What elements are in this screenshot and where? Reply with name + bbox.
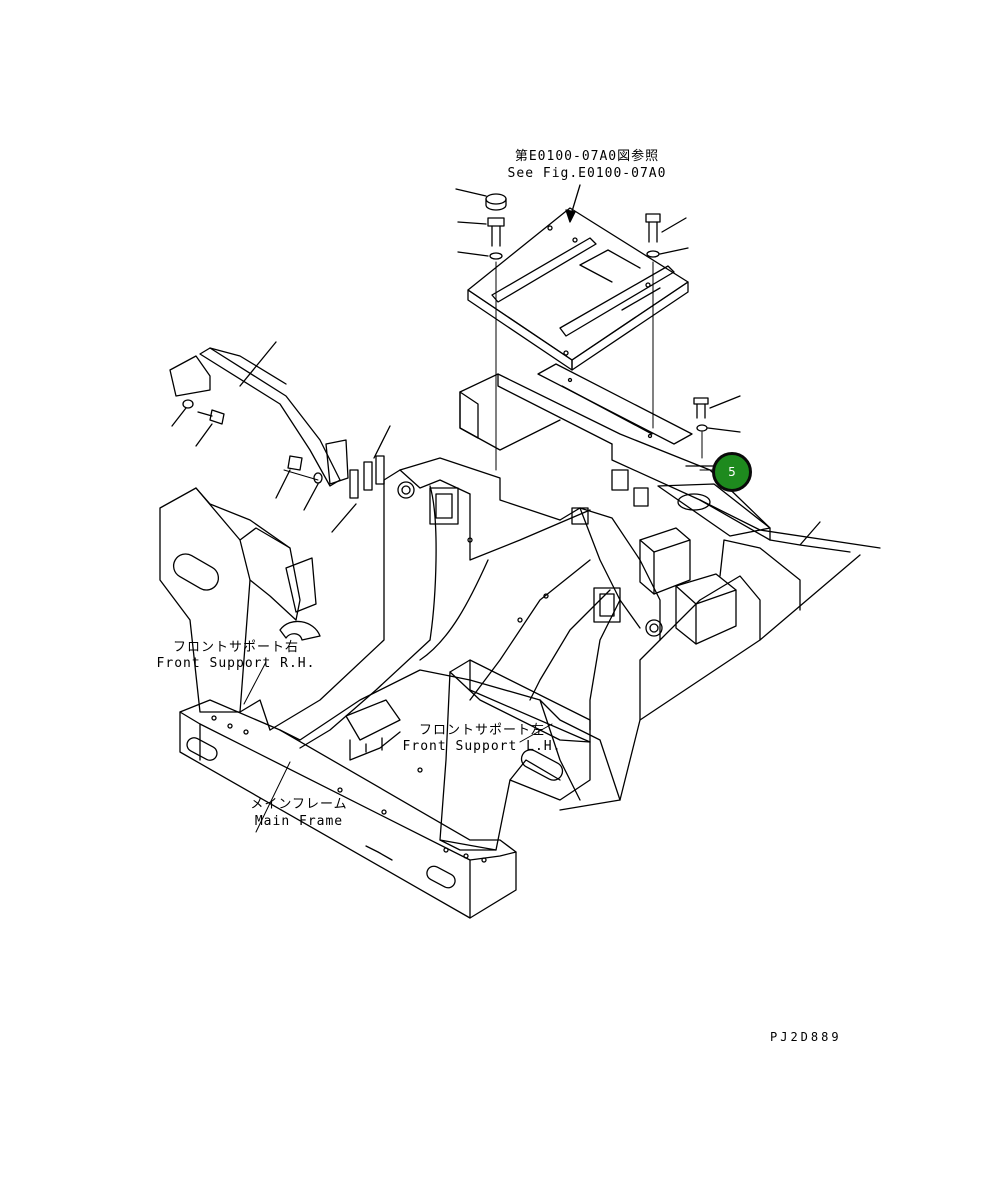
main-frame-label-en: Main Frame — [254, 814, 344, 829]
front-support-rh — [160, 488, 320, 734]
front-support-rh-label-jp: フロントサポート右 — [172, 640, 300, 655]
front-support-lh-label-en: Front Support L.H. — [402, 739, 562, 754]
drawing-code: PJ2D889 — [770, 1030, 842, 1044]
upper-left-bracket — [170, 342, 390, 640]
reference-arrow — [566, 185, 580, 222]
reference-label-jp: 第E0100-07A0図参照 — [514, 149, 660, 164]
top-fasteners — [456, 189, 688, 470]
front-support-rh-label-en: Front Support R.H. — [156, 656, 316, 671]
cover-plate — [468, 208, 688, 370]
callout-5[interactable]: 5 — [712, 452, 752, 492]
reference-label-en: See Fig.E0100-07A0 — [507, 166, 667, 181]
main-frame-label-jp: メインフレーム — [250, 797, 348, 812]
middle-plate — [538, 364, 740, 466]
front-support-lh — [346, 660, 590, 862]
leader-lines — [244, 470, 722, 832]
front-support-lh-label-jp: フロントサポート左 — [418, 723, 546, 738]
